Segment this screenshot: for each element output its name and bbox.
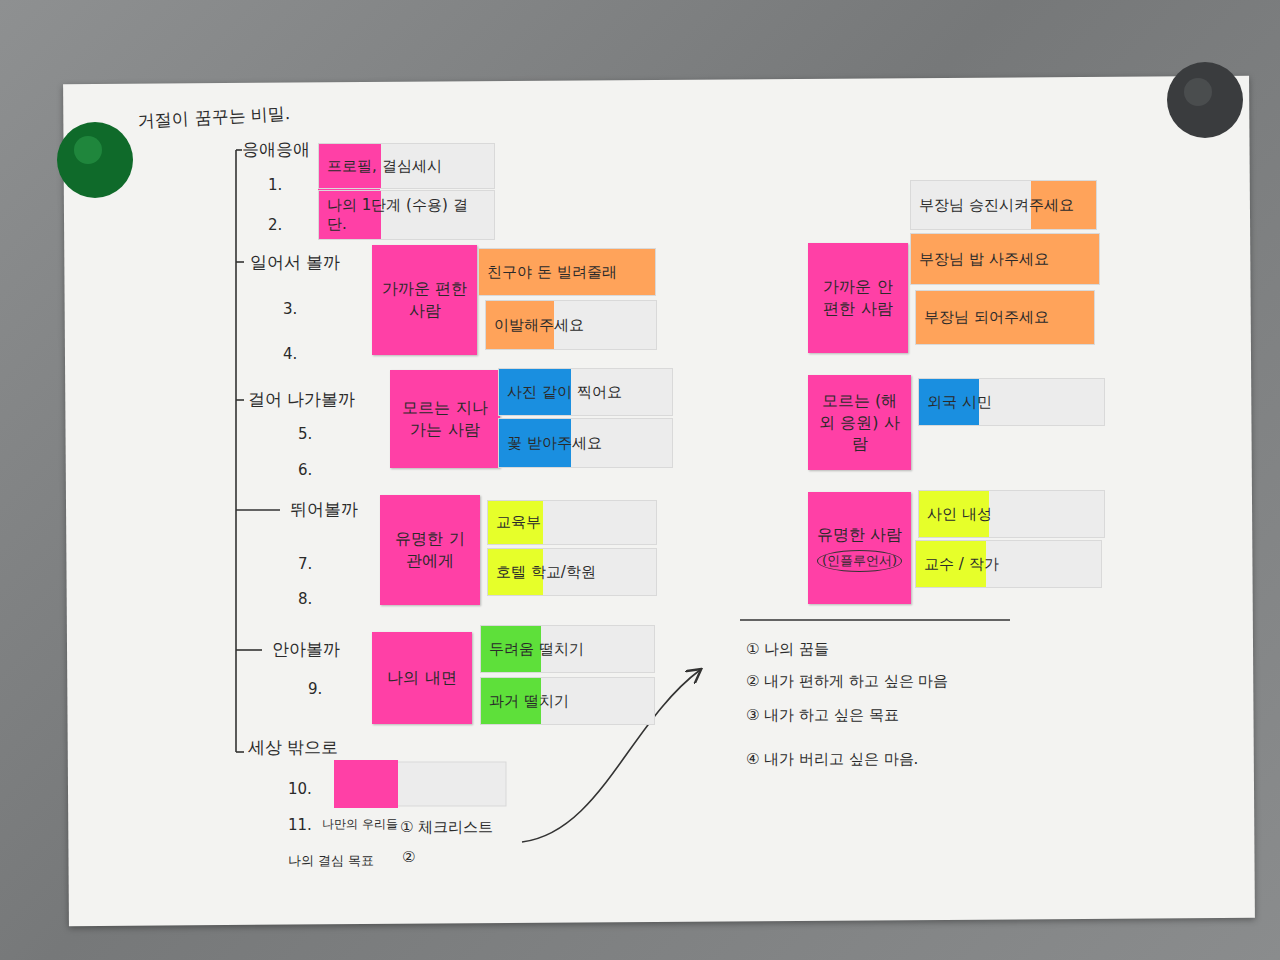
note-text: 사진 같이 찍어요 [507, 383, 622, 402]
tab-strip: 프로필, 결심세시 [318, 143, 495, 189]
sticky-note: 모르는 지나가는 사람 [390, 370, 500, 468]
sticky-note: 가까운 안 편한 사람 [808, 243, 908, 353]
note-text: 모르는 지나가는 사람 [398, 397, 492, 440]
note-text: 외국 시민 [927, 393, 992, 412]
note-text: 부장님 밥 사주세요 [919, 250, 1049, 269]
note-text: 교수 / 작가 [924, 555, 999, 574]
handwritten-label: ② 내가 편하게 하고 싶은 마음 [746, 672, 948, 691]
sticky-note: 나의 내면 [372, 632, 472, 724]
handwritten-label: 나만의 우리들 [322, 816, 398, 833]
handwritten-label: ④ 내가 버리고 싶은 마음. [746, 750, 918, 769]
note-text: 두려움 떨치기 [489, 640, 584, 659]
note-text: 꽃 받아주세요 [507, 434, 602, 453]
sticky-note: 유명한 사람 (인플루언서) [808, 492, 911, 604]
tab-strip: 과거 떨치기 [480, 677, 655, 725]
note-text: 친구야 돈 빌려줄래 [487, 263, 617, 282]
row-number: 8. [298, 590, 312, 608]
note-text: 가까운 편한 사람 [380, 278, 469, 321]
row-number: 6. [298, 461, 312, 479]
handwritten-label: 나의 결심 목표 [288, 852, 374, 870]
handwritten-label: ① 나의 꿈들 [746, 640, 829, 659]
sticky-note: 모르는 (해외 응원) 사람 [808, 375, 911, 470]
row-number: 7. [298, 555, 312, 573]
sticky-note: 가까운 편한 사람 [372, 245, 477, 355]
tab-strip: 꽃 받아주세요 [498, 418, 673, 468]
note-text: (인플루언서) [817, 550, 902, 572]
tab-strip: 부장님 되어주세요 [915, 290, 1095, 345]
handwritten-label: 응애응애 [242, 138, 310, 161]
tab-strip: 나의 1단계 (수용) 결단. [318, 190, 495, 240]
note-text: 유명한 기관에게 [388, 528, 472, 571]
tab-strip: 두려움 떨치기 [480, 625, 655, 673]
note-text: 과거 떨치기 [489, 692, 569, 711]
tab-strip: 부장님 승진시켜주세요 [910, 180, 1097, 230]
tab-strip: 호텔 학교/학원 [487, 548, 657, 596]
row-number: 9. [308, 680, 322, 698]
note-text: 교육부 [496, 513, 541, 532]
note-text: 나의 1단계 (수용) 결단. [327, 196, 486, 234]
tab-strip: 사진 같이 찍어요 [498, 368, 673, 416]
tree-bracket [236, 150, 280, 752]
note-text: 유명한 사람 [817, 524, 902, 546]
handwritten-label: 일어서 볼까 [250, 251, 340, 274]
note-text: 나의 내면 [387, 667, 456, 689]
note-text: 이발해주세요 [494, 316, 584, 335]
sticky-note: 유명한 기관에게 [380, 495, 480, 605]
handwritten-label: 걸어 나가볼까 [248, 388, 355, 411]
row-number: 5. [298, 425, 312, 443]
handwritten-label: ① 체크리스트 [400, 818, 493, 837]
handwritten-label: 안아볼까 [272, 638, 340, 661]
tab-strip: 외국 시민 [918, 378, 1105, 426]
tab-strip: 교수 / 작가 [915, 540, 1102, 588]
note-text: 사인 내성 [927, 505, 992, 524]
tab-strip: 친구야 돈 빌려줄래 [478, 248, 656, 296]
row-number: 11. [288, 816, 312, 834]
tab-strip: 이발해주세요 [485, 300, 657, 350]
tab-strip: 부장님 밥 사주세요 [910, 233, 1100, 285]
handwritten-label: ③ 내가 하고 싶은 목표 [746, 706, 899, 725]
tab-strip: 교육부 [487, 500, 657, 545]
green-magnet [57, 122, 133, 198]
dark-magnet [1167, 62, 1243, 138]
tape-strip [396, 762, 506, 806]
handwritten-label: 세상 밖으로 [248, 736, 338, 759]
handwritten-label: 뛰어볼까 [290, 498, 358, 521]
row-number: 2. [268, 216, 282, 234]
note-text: 프로필, 결심세시 [327, 157, 442, 176]
row-number: 3. [283, 300, 297, 318]
separator-line [740, 619, 1010, 620]
note-text: 가까운 안 편한 사람 [816, 276, 900, 319]
handwritten-label: ② [402, 848, 415, 866]
note-text: 호텔 학교/학원 [496, 563, 596, 582]
note-text: 부장님 승진시켜주세요 [919, 196, 1074, 215]
note-text: 모르는 (해외 응원) 사람 [816, 390, 903, 455]
tab-strip: 사인 내성 [918, 490, 1105, 538]
row-number: 4. [283, 345, 297, 363]
pink-note [334, 760, 398, 808]
note-text: 부장님 되어주세요 [924, 308, 1049, 327]
row-number: 10. [288, 780, 312, 798]
row-number: 1. [268, 176, 282, 194]
